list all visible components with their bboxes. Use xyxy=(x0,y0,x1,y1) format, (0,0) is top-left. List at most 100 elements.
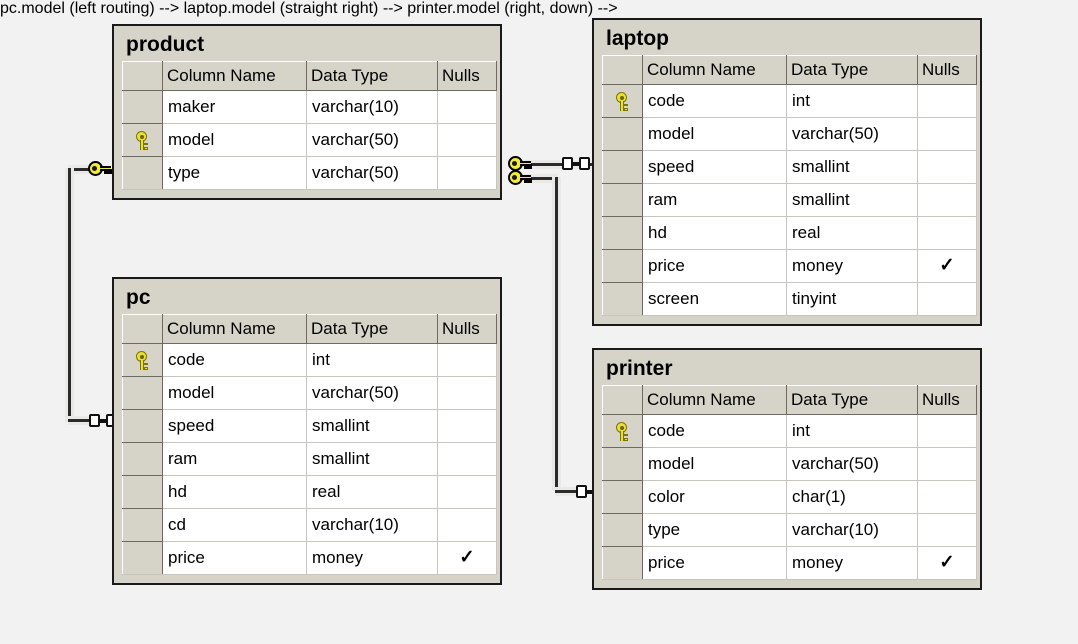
grid-header-row: Column Name Data Type Nulls xyxy=(122,61,497,91)
entity-table-product[interactable]: product Column Name Data Type Nulls make… xyxy=(112,24,502,200)
entity-title: laptop xyxy=(606,27,669,50)
cell-data-type: varchar(10) xyxy=(786,513,918,547)
entity-title: product xyxy=(126,33,205,56)
table-row[interactable]: model varchar(50) xyxy=(122,376,497,410)
table-row[interactable]: code int xyxy=(122,343,497,377)
table-row[interactable]: hd real xyxy=(602,216,977,250)
table-row[interactable]: screen tinyint xyxy=(602,282,977,316)
column-grid: Column Name Data Type Nulls code int xyxy=(602,385,977,580)
cell-column-name: ram xyxy=(642,183,787,217)
table-row[interactable]: model varchar(50) xyxy=(602,447,977,481)
cell-data-type: real xyxy=(786,216,918,250)
table-row[interactable]: maker varchar(10) xyxy=(122,90,497,124)
cell-nulls xyxy=(437,442,497,476)
row-gutter xyxy=(122,541,163,575)
cell-nulls: ✓ xyxy=(917,546,977,580)
cell-column-name: code xyxy=(162,343,307,377)
column-grid: Column Name Data Type Nulls code int xyxy=(602,55,977,316)
table-row[interactable]: speed smallint xyxy=(602,150,977,184)
cell-column-name: ram xyxy=(162,442,307,476)
primary-key-icon xyxy=(615,422,630,441)
table-row[interactable]: code int xyxy=(602,414,977,448)
entity-table-pc[interactable]: pc Column Name Data Type Nulls xyxy=(112,277,502,585)
cell-data-type: money xyxy=(306,541,438,575)
cell-data-type: varchar(50) xyxy=(786,447,918,481)
grid-header-row: Column Name Data Type Nulls xyxy=(602,385,977,415)
table-row[interactable]: price money ✓ xyxy=(602,249,977,283)
connector-segment xyxy=(555,490,579,493)
cell-data-type: smallint xyxy=(786,183,918,217)
row-gutter xyxy=(602,414,643,448)
connector-segment xyxy=(68,168,96,171)
row-gutter xyxy=(122,343,163,377)
entity-title: pc xyxy=(126,286,151,309)
cell-nulls xyxy=(917,414,977,448)
cell-column-name: hd xyxy=(162,475,307,509)
primary-key-icon xyxy=(135,131,150,150)
row-gutter xyxy=(122,90,163,124)
cell-column-name: color xyxy=(642,480,787,514)
cell-column-name: hd xyxy=(642,216,787,250)
table-row[interactable]: model varchar(50) xyxy=(122,123,497,157)
table-row[interactable]: price money ✓ xyxy=(122,541,497,575)
row-gutter xyxy=(122,508,163,542)
cell-nulls xyxy=(917,216,977,250)
gutter-header xyxy=(602,55,643,85)
cell-column-name: price xyxy=(162,541,307,575)
entity-table-laptop[interactable]: laptop Column Name Data Type Nulls xyxy=(592,18,982,326)
header-column-name: Column Name xyxy=(642,385,787,415)
connector-segment xyxy=(68,419,92,422)
table-row[interactable]: type varchar(10) xyxy=(602,513,977,547)
cell-nulls xyxy=(437,343,497,377)
table-row[interactable]: type varchar(50) xyxy=(122,156,497,190)
cell-data-type: varchar(10) xyxy=(306,90,438,124)
cell-column-name: code xyxy=(642,84,787,118)
header-data-type: Data Type xyxy=(786,55,918,85)
table-row[interactable]: ram smallint xyxy=(122,442,497,476)
column-grid: Column Name Data Type Nulls code int xyxy=(122,314,497,575)
row-gutter xyxy=(602,546,643,580)
table-row[interactable]: model varchar(50) xyxy=(602,117,977,151)
header-column-name: Column Name xyxy=(162,61,307,91)
table-row[interactable]: code int xyxy=(602,84,977,118)
table-row[interactable]: speed smallint xyxy=(122,409,497,443)
cell-data-type: money xyxy=(786,249,918,283)
cell-nulls xyxy=(437,123,497,157)
row-gutter xyxy=(122,475,163,509)
table-row[interactable]: ram smallint xyxy=(602,183,977,217)
gutter-header xyxy=(122,314,163,344)
cell-data-type: int xyxy=(786,414,918,448)
cell-column-name: price xyxy=(642,546,787,580)
cell-column-name: model xyxy=(162,123,307,157)
header-nulls: Nulls xyxy=(437,314,497,344)
cell-nulls xyxy=(437,156,497,190)
key-endpoint-icon xyxy=(88,161,112,177)
cell-data-type: varchar(50) xyxy=(306,156,438,190)
row-gutter xyxy=(602,183,643,217)
connector-segment xyxy=(523,163,593,166)
table-row[interactable]: color char(1) xyxy=(602,480,977,514)
cell-nulls xyxy=(917,150,977,184)
row-gutter xyxy=(122,123,163,157)
connector-segment xyxy=(523,177,558,180)
cell-nulls: ✓ xyxy=(437,541,497,575)
entity-title: printer xyxy=(606,357,673,380)
cell-data-type: money xyxy=(786,546,918,580)
header-column-name: Column Name xyxy=(642,55,787,85)
cell-nulls xyxy=(437,508,497,542)
cell-nulls xyxy=(917,513,977,547)
row-gutter xyxy=(602,117,643,151)
cell-nulls xyxy=(917,183,977,217)
many-endpoint-icon xyxy=(562,157,592,170)
column-grid: Column Name Data Type Nulls maker varcha… xyxy=(122,61,497,190)
entity-table-printer[interactable]: printer Column Name Data Type Nulls xyxy=(592,348,982,590)
table-row[interactable]: price money ✓ xyxy=(602,546,977,580)
cell-column-name: cd xyxy=(162,508,307,542)
header-nulls: Nulls xyxy=(917,55,977,85)
table-row[interactable]: cd varchar(10) xyxy=(122,508,497,542)
table-row[interactable]: hd real xyxy=(122,475,497,509)
cell-nulls xyxy=(917,480,977,514)
cell-nulls xyxy=(917,282,977,316)
cell-nulls xyxy=(437,376,497,410)
cell-data-type: int xyxy=(306,343,438,377)
